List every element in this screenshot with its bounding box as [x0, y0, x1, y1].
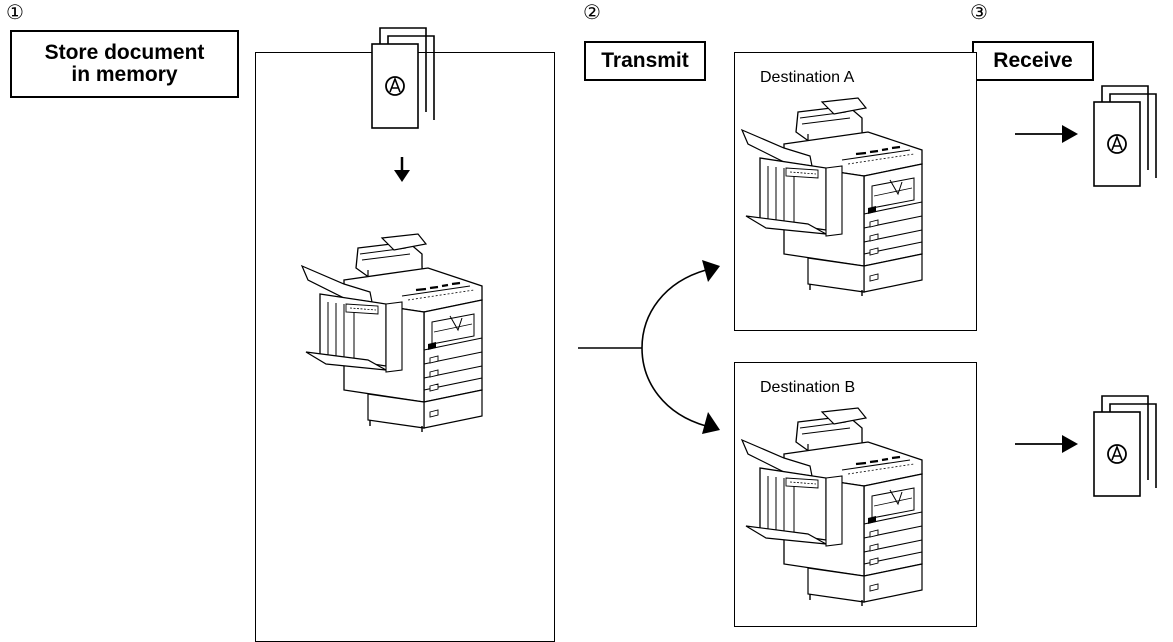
received-document-icon: [1093, 395, 1157, 497]
document-stack-icon: [371, 27, 435, 129]
copier-machine-icon: [740, 406, 924, 608]
copier-machine-icon: [740, 96, 924, 298]
copier-machine-icon: [300, 232, 484, 434]
arrow-right-icon: [1015, 125, 1078, 143]
store-document-label-line2: in memory: [71, 63, 178, 86]
received-document-icon: [1093, 85, 1157, 187]
destination-a-label: Destination A: [760, 69, 855, 86]
store-document-label: Store document in memory: [10, 30, 239, 98]
transmit-label: Transmit: [584, 41, 706, 81]
destination-b-label: Destination B: [760, 379, 856, 396]
store-document-label-line1: Store document: [44, 40, 205, 64]
arrowhead-to-a: [702, 260, 720, 282]
step-3-number: ③: [970, 0, 988, 24]
down-arrow-icon: [394, 157, 410, 182]
arrow-right-icon: [1015, 435, 1078, 453]
step-1-number: ①: [6, 0, 24, 24]
transmit-branch-arrows: [578, 260, 720, 434]
arrowhead-to-b: [702, 412, 720, 434]
step-2-number: ②: [583, 0, 601, 24]
